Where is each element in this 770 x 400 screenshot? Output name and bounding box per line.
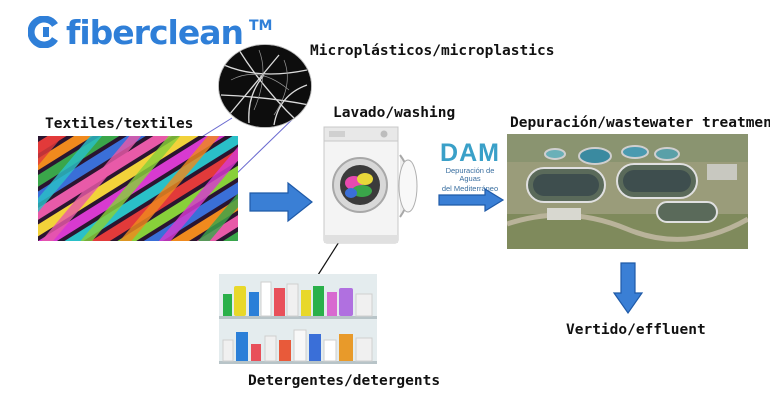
effluent-label: Vertido/effluent xyxy=(566,322,706,338)
microplastics-micrograph xyxy=(218,44,312,128)
microplastics-label: Microplásticos/microplastics xyxy=(310,43,555,59)
arrow-washing-to-treatment xyxy=(438,188,505,212)
treatment-plant-image xyxy=(507,134,748,249)
logo-text: fiberclean xyxy=(66,12,244,52)
fiberclean-logo-icon xyxy=(28,16,60,48)
dam-logo: DAM Depuración de Aguas del Mediterráneo xyxy=(437,139,503,193)
zoom-line-left xyxy=(199,117,233,139)
washing-label: Lavado/washing xyxy=(333,105,456,121)
fiberclean-logo: fiberclean TM xyxy=(28,10,272,54)
washing-machine-image xyxy=(318,125,426,247)
arrow-treatment-to-effluent xyxy=(612,262,644,315)
arrow-textiles-to-washing xyxy=(249,181,313,223)
textiles-image xyxy=(38,136,238,241)
detergents-label: Detergentes/detergents xyxy=(248,373,441,389)
dam-logo-subtitle-1: Depuración de Aguas xyxy=(445,166,495,184)
detergents-image xyxy=(219,274,377,364)
dam-logo-letters: DAM xyxy=(440,139,500,167)
logo-trademark: TM xyxy=(248,18,273,34)
textiles-label: Textiles/textiles xyxy=(45,116,194,132)
treatment-label: Depuración/wastewater treatment xyxy=(510,115,770,131)
dam-logo-subtitle-2: del Mediterráneo xyxy=(441,183,499,193)
